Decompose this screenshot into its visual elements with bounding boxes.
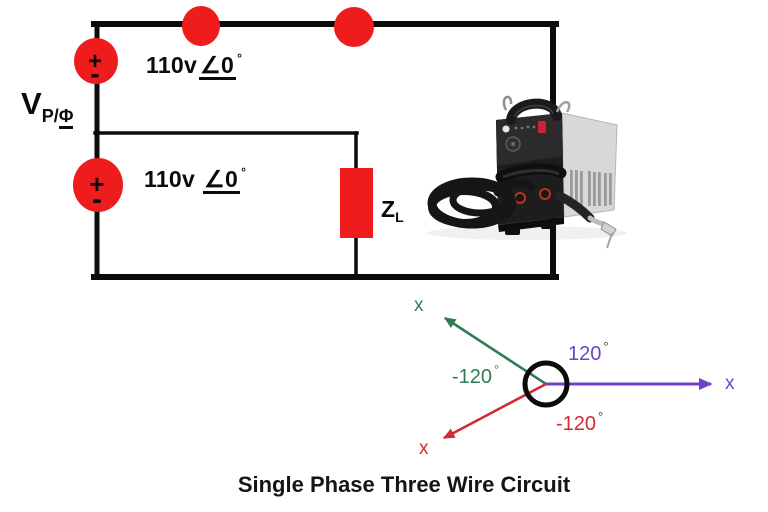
load-label: ZL — [381, 196, 404, 225]
degree-symbol: ° — [237, 51, 243, 65]
welder-cable-coil — [427, 177, 535, 229]
welding-machine — [427, 95, 627, 249]
green-axis-tip-label: x — [414, 295, 424, 316]
welder-shadow — [427, 226, 627, 240]
welder-power-switch — [538, 121, 546, 133]
angle-value: 120 — [568, 343, 602, 365]
purple-axis-tip-label: x — [725, 373, 735, 394]
load-subscript: L — [395, 209, 404, 225]
plus-sign: + — [89, 169, 104, 199]
junction-dot — [334, 7, 374, 47]
minus-sign: - — [90, 58, 99, 89]
purple-angle-label: 120° — [568, 339, 609, 366]
top-voltage-source: + - — [74, 38, 118, 89]
welder-small-knob — [502, 125, 510, 133]
welder-socket — [514, 192, 526, 204]
voltage-value: 110v — [144, 166, 196, 192]
welder-vents — [570, 170, 612, 206]
welder-hook — [555, 101, 571, 113]
top-source-voltage-label: 110v∠0° — [146, 51, 243, 81]
red-axis-tip-label: x — [419, 438, 429, 459]
degree-symbol: ° — [603, 339, 609, 354]
angle-value: 0 — [225, 166, 239, 192]
load-resistor — [340, 168, 373, 238]
bottom-source-voltage-label: 110v ∠0° — [144, 165, 247, 195]
junction-dot — [182, 6, 220, 46]
degree-symbol: ° — [241, 165, 247, 179]
load-symbol: Z — [381, 196, 396, 222]
minus-sign: - — [92, 183, 102, 216]
phasor-diagram — [442, 316, 713, 440]
welder-indicator — [526, 125, 530, 129]
phasor-origin-circle — [522, 360, 570, 408]
degree-symbol: ° — [494, 362, 500, 377]
phase-voltage-phi: Φ — [58, 106, 74, 129]
welder-foot — [541, 222, 555, 229]
welder-front-sheen — [496, 113, 563, 166]
welder-handle — [506, 98, 562, 125]
welder-socket — [539, 188, 551, 200]
angle-symbol: ∠ — [200, 52, 222, 78]
angle-value: -120 — [452, 366, 493, 388]
welder-foot — [505, 228, 520, 235]
phase-voltage-subscript: P/ — [41, 106, 59, 126]
figure-title: Single Phase Three Wire Circuit — [237, 472, 571, 497]
welder-hook — [502, 95, 513, 111]
welder-dial-center — [511, 142, 515, 146]
voltage-value: 110v — [146, 52, 198, 78]
plus-sign: + — [88, 48, 102, 75]
welder-indicator — [532, 125, 536, 129]
degree-symbol: ° — [598, 409, 604, 424]
angle-value: -120 — [556, 413, 597, 435]
welder-torch-cable — [555, 191, 595, 223]
welder-indicator — [514, 126, 518, 130]
phase-voltage-label: VP/Φ — [21, 86, 74, 129]
welder-torch-wire — [606, 232, 613, 249]
red-angle-label: -120° — [556, 409, 603, 436]
phase-voltage-symbol: V — [21, 86, 42, 121]
bottom-voltage-source: + - — [73, 158, 123, 216]
welder-indicator — [520, 126, 524, 130]
angle-value: 0 — [221, 52, 235, 78]
welder-handle-highlight — [514, 104, 554, 118]
phasor-red-axis — [442, 382, 547, 440]
angle-symbol: ∠ — [204, 166, 226, 192]
welder-strap-highlight — [502, 168, 560, 179]
green-angle-label: -120° — [452, 362, 499, 389]
